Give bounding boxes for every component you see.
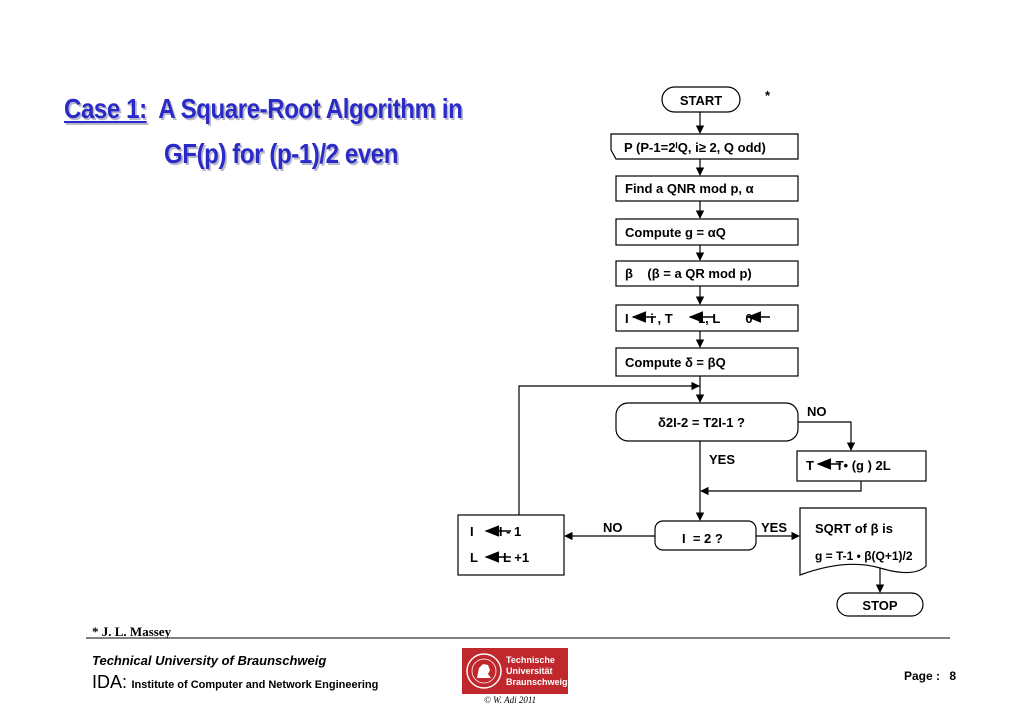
start-terminator bbox=[661, 86, 741, 113]
box-find-qnr bbox=[615, 175, 799, 202]
no-label-left: NO bbox=[603, 520, 623, 535]
box-update-il bbox=[457, 514, 565, 576]
title-line1-rest: A Square-Root Algorithm in bbox=[146, 93, 463, 124]
logo-line-2: Universität bbox=[506, 666, 553, 676]
page-indicator: Page : 8 bbox=[904, 669, 956, 683]
yes-label-mid: YES bbox=[709, 452, 735, 467]
yes-label-right: YES bbox=[761, 520, 787, 535]
start-footnote-mark: * bbox=[765, 88, 771, 103]
compute-g-label: Compute g = αQ bbox=[625, 225, 726, 240]
logo-line-1: Technische bbox=[506, 655, 555, 665]
start-label: START bbox=[680, 93, 722, 108]
page-number: 8 bbox=[949, 669, 957, 683]
box-init bbox=[615, 304, 799, 332]
title-case-label: Case 1: bbox=[64, 93, 147, 124]
decision-i-label: I = 2 ? bbox=[682, 531, 723, 546]
footer-dept-prefix: IDA: bbox=[92, 672, 128, 692]
stop-terminator bbox=[836, 592, 924, 617]
output-line-1: SQRT of β is bbox=[815, 521, 893, 536]
box-compute-delta bbox=[615, 347, 799, 377]
logo-line-3: Braunschweig bbox=[506, 677, 568, 687]
input-label: P (P-1=2ⁱQ, i≥ 2, Q odd) bbox=[624, 140, 766, 155]
box-compute-g bbox=[615, 218, 799, 246]
output-document bbox=[799, 507, 927, 576]
update-t-label: T T• (g ) 2L bbox=[806, 458, 891, 473]
stop-label: STOP bbox=[862, 598, 897, 613]
title-line-1: Case 1: A Square-Root Algorithm in bbox=[64, 93, 463, 125]
copyright: © W. Adi 2011 bbox=[484, 695, 537, 705]
update-i-label: I I - 1 bbox=[470, 524, 521, 539]
logo-text: Technische Universität Braunschweig bbox=[506, 655, 568, 688]
lion-seal-icon bbox=[466, 653, 502, 689]
footnote: * J. L. Massey bbox=[92, 624, 172, 639]
footer-university: Technical University of Braunschweig bbox=[92, 653, 327, 668]
box-beta bbox=[615, 260, 799, 287]
no-label-top: NO bbox=[807, 404, 827, 419]
find-qnr-label: Find a QNR mod p, α bbox=[625, 181, 754, 196]
tu-braunschweig-logo: Technische Universität Braunschweig bbox=[462, 648, 568, 694]
output-line-2: g = T-1 • β(Q+1)/2 bbox=[815, 549, 913, 563]
beta-label: β (β = a QR mod p) bbox=[625, 266, 752, 281]
footer-department: IDA: Institute of Computer and Network E… bbox=[92, 672, 378, 693]
footer-dept-name: Institute of Computer and Network Engine… bbox=[131, 679, 379, 691]
input-parallelogram bbox=[610, 133, 799, 160]
decision-test-label: δ2I-2 = T2I-1 ? bbox=[658, 415, 745, 430]
title-line-2: GF(p) for (p-1)/2 even bbox=[164, 138, 399, 169]
page-label: Page : bbox=[904, 669, 941, 683]
compute-delta-label: Compute δ = βQ bbox=[625, 355, 726, 370]
update-l-label: L L +1 bbox=[470, 550, 529, 565]
init-label: I i , T 1, L 0 bbox=[625, 311, 753, 326]
